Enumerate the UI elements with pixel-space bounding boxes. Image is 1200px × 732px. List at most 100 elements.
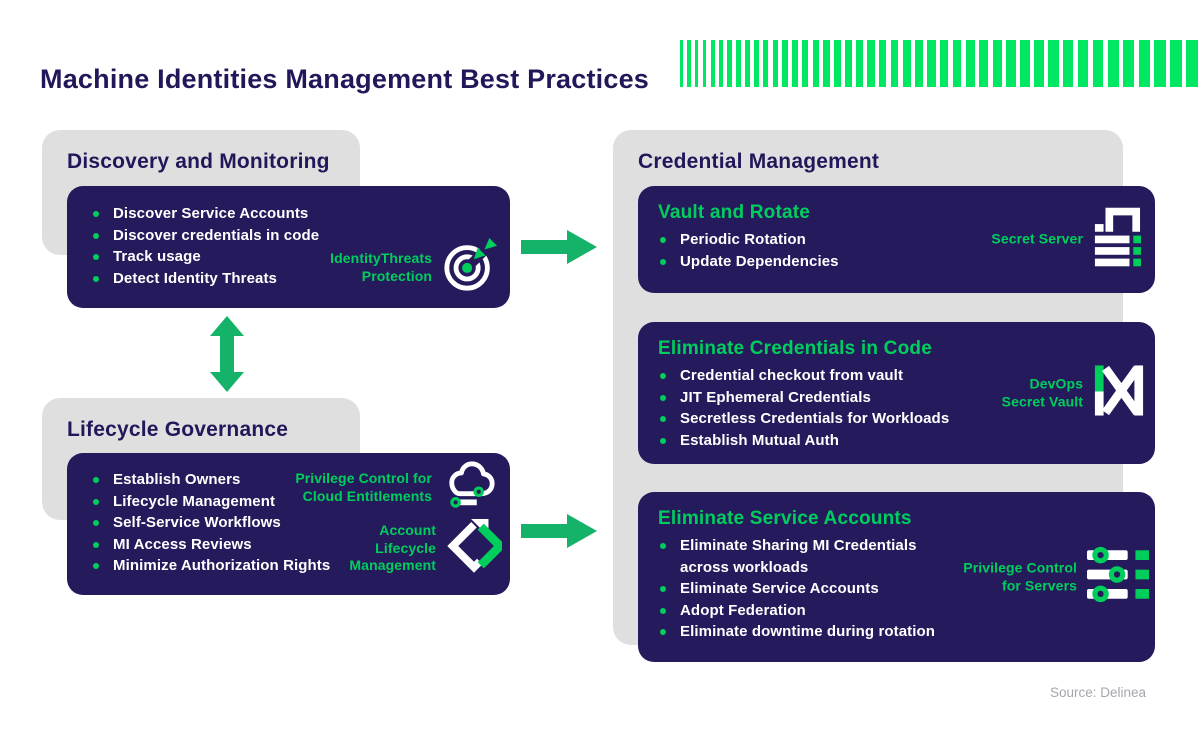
green-bar	[927, 40, 936, 87]
list-item: Discover Service Accounts	[91, 203, 319, 225]
green-bar	[763, 40, 769, 87]
card-discovery: Discover Service Accounts Discover crede…	[67, 186, 510, 308]
green-bar	[1186, 40, 1199, 87]
green-bar	[1107, 40, 1119, 87]
green-bar	[979, 40, 989, 87]
green-bar	[1092, 40, 1104, 87]
product-label: Privilege Control for Cloud Entitlements	[295, 470, 432, 504]
product-label: Account Lifecycle Management	[349, 522, 436, 574]
code-bullet-list: Credential checkout from vault JIT Ephem…	[658, 365, 949, 451]
green-bar	[1077, 40, 1089, 87]
product-privilege-control-cloud: Privilege Control for Cloud Entitlements	[295, 459, 500, 516]
product-account-lifecycle-management: Account Lifecycle Management	[349, 517, 507, 580]
list-item: Lifecycle Management	[91, 491, 330, 513]
green-bar	[1123, 40, 1135, 87]
green-bar	[867, 40, 875, 87]
section-title: Credential Management	[638, 150, 880, 173]
green-bar	[844, 40, 852, 87]
list-item: Eliminate Service Accounts	[658, 578, 953, 600]
green-bar	[914, 40, 923, 87]
green-bar	[753, 40, 759, 87]
list-item: MI Access Reviews	[91, 534, 330, 556]
green-bar	[965, 40, 975, 87]
product-label: Privilege Control for Servers	[963, 559, 1077, 594]
source-credit: Source: Delinea	[1050, 685, 1147, 700]
green-bar	[727, 40, 732, 87]
green-bar	[1170, 40, 1183, 87]
green-bar	[702, 40, 707, 87]
list-item: Eliminate downtime during rotation	[658, 621, 953, 643]
lifecycle-bullet-list: Establish Owners Lifecycle Management Se…	[91, 469, 330, 577]
green-bars-decoration	[680, 40, 1200, 87]
green-bar	[823, 40, 830, 87]
list-item: JIT Ephemeral Credentials	[658, 387, 949, 409]
list-item: Credential checkout from vault	[658, 365, 949, 387]
product-identity-threats-protection: IdentityThreats Protection	[330, 234, 501, 298]
green-bar	[772, 40, 779, 87]
card-vault-and-rotate: Vault and Rotate Periodic Rotation Updat…	[638, 186, 1155, 293]
devops-vault-logo-icon	[1093, 363, 1145, 424]
list-item: Secretless Credentials for Workloads	[658, 408, 949, 430]
product-label: IdentityThreats Protection	[330, 250, 432, 284]
green-bar	[902, 40, 911, 87]
green-bar	[710, 40, 715, 87]
list-item: Detect Identity Threats	[91, 268, 319, 290]
green-bar	[1048, 40, 1059, 87]
vault-bullet-list: Periodic Rotation Update Dependencies	[658, 229, 839, 272]
service-bullet-list: Eliminate Sharing MI Credentials across …	[658, 535, 953, 643]
card-eliminate-service-accounts: Eliminate Service Accounts Eliminate Sha…	[638, 492, 1155, 662]
green-bar	[833, 40, 841, 87]
green-bar	[812, 40, 819, 87]
list-item: Establish Mutual Auth	[658, 430, 949, 452]
product-devops-secret-vault: DevOps Secret Vault	[1002, 363, 1145, 424]
green-bar	[992, 40, 1002, 87]
green-bar	[687, 40, 691, 87]
green-bar	[952, 40, 962, 87]
arrow-right-icon	[521, 514, 597, 553]
green-bar	[1020, 40, 1030, 87]
green-bar	[782, 40, 788, 87]
green-bar	[1154, 40, 1166, 87]
card-heading: Eliminate Service Accounts	[658, 508, 912, 529]
green-bar	[694, 40, 699, 87]
list-item: Track usage	[91, 246, 319, 268]
card-eliminate-credentials-in-code: Eliminate Credentials in Code Credential…	[638, 322, 1155, 464]
section-title: Discovery and Monitoring	[67, 150, 330, 173]
page-title: Machine Identities Management Best Pract…	[40, 64, 649, 95]
green-bar	[719, 40, 724, 87]
green-bar	[890, 40, 899, 87]
green-bar	[792, 40, 799, 87]
green-bar	[744, 40, 750, 87]
green-bar	[1138, 40, 1150, 87]
green-bar	[878, 40, 887, 87]
section-title: Lifecycle Governance	[67, 418, 289, 441]
arrow-right-icon	[521, 230, 597, 269]
card-heading: Eliminate Credentials in Code	[658, 338, 932, 359]
list-item: Eliminate Sharing MI Credentials across …	[658, 535, 953, 578]
product-label: Secret Server	[991, 230, 1083, 247]
discovery-bullet-list: Discover Service Accounts Discover crede…	[91, 203, 319, 289]
lifecycle-refresh-icon	[446, 517, 507, 580]
list-item: Discover credentials in code	[91, 225, 319, 247]
card-heading: Vault and Rotate	[658, 202, 811, 223]
sliders-icon	[1087, 546, 1149, 608]
list-item: Update Dependencies	[658, 251, 839, 273]
green-bar	[1034, 40, 1045, 87]
product-privilege-control-servers: Privilege Control for Servers	[963, 546, 1149, 608]
green-bar	[856, 40, 864, 87]
green-bar	[1006, 40, 1016, 87]
list-item: Periodic Rotation	[658, 229, 839, 251]
list-item: Adopt Federation	[658, 600, 953, 622]
cloud-entitlements-icon	[442, 459, 500, 516]
double-arrow-vertical-icon	[210, 316, 244, 397]
target-icon	[442, 234, 501, 298]
list-item: Minimize Authorization Rights	[91, 555, 330, 577]
green-bar	[939, 40, 949, 87]
green-bar	[802, 40, 809, 87]
product-label: DevOps Secret Vault	[1001, 375, 1083, 410]
list-item: Self-Service Workflows	[91, 512, 330, 534]
green-bar	[1062, 40, 1074, 87]
list-item: Establish Owners	[91, 469, 330, 491]
green-bar	[680, 40, 683, 87]
